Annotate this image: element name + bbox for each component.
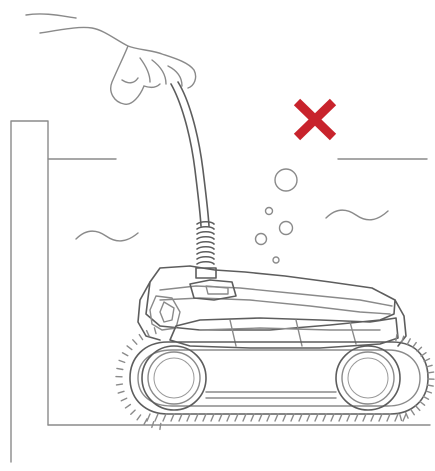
tread-cleat bbox=[402, 336, 404, 342]
power-cable bbox=[171, 82, 209, 226]
tread-cleat bbox=[355, 414, 358, 421]
tread-cleat bbox=[144, 419, 147, 424]
tread-cleat bbox=[331, 414, 334, 421]
tread-cleat bbox=[163, 414, 166, 421]
tread-cleat bbox=[147, 331, 150, 337]
tread-cleat bbox=[421, 353, 426, 356]
tread-cleat bbox=[307, 414, 310, 421]
tread-cleat bbox=[152, 422, 154, 428]
tread-cleat bbox=[395, 414, 398, 421]
tread-cleat bbox=[123, 353, 128, 356]
tread-cleat bbox=[371, 414, 374, 421]
tread-cleat bbox=[119, 360, 125, 362]
tread-cleat bbox=[347, 414, 350, 421]
tread-cleat bbox=[137, 415, 141, 420]
wave-right bbox=[326, 210, 388, 220]
tread-cleat bbox=[147, 414, 150, 421]
tread-cleat bbox=[426, 365, 432, 367]
tread-cleat bbox=[219, 414, 222, 421]
tread-cleat bbox=[323, 414, 326, 421]
spring-coil bbox=[197, 262, 214, 264]
tread-cleat bbox=[283, 414, 286, 421]
robot-wheel-left bbox=[142, 346, 206, 410]
tread-cleat bbox=[413, 343, 417, 348]
tread-cleat bbox=[423, 396, 428, 399]
tread-cleat bbox=[195, 414, 198, 421]
tread-cleat bbox=[118, 391, 124, 393]
tread-cleat bbox=[428, 372, 434, 373]
tread-cleat bbox=[387, 414, 390, 421]
tread-cleat bbox=[160, 423, 161, 429]
tread-cleat bbox=[155, 414, 158, 421]
tread-cleat bbox=[275, 414, 278, 421]
spring-coil bbox=[197, 222, 214, 224]
hand-illustration bbox=[26, 14, 196, 104]
tread-cleat bbox=[154, 328, 156, 334]
tread-cleat bbox=[416, 406, 420, 411]
wave-left bbox=[76, 231, 138, 241]
tread-cleat bbox=[127, 346, 132, 350]
tread-cleat bbox=[407, 339, 410, 344]
prohibition-x-icon bbox=[297, 102, 333, 137]
spring-coil bbox=[197, 237, 214, 239]
robot-cleaner-body bbox=[138, 266, 406, 348]
spring-coil bbox=[197, 257, 214, 259]
tread-cleat bbox=[426, 391, 432, 393]
tread-cleat bbox=[396, 335, 397, 341]
tread-cleat bbox=[299, 414, 302, 421]
air-bubbles bbox=[256, 169, 298, 263]
tread-cleat bbox=[259, 414, 262, 421]
tread-cleat bbox=[117, 384, 123, 385]
tread-cleat bbox=[315, 414, 318, 421]
tread-cleat bbox=[267, 414, 270, 421]
tread-cleat bbox=[117, 368, 123, 369]
tread-cleat bbox=[121, 398, 126, 401]
tread-cleat bbox=[363, 414, 366, 421]
tread-cleat bbox=[417, 347, 421, 351]
track-lower-rails bbox=[206, 392, 336, 398]
robot-wheel-right bbox=[336, 346, 400, 410]
tread-cleat bbox=[187, 414, 190, 421]
tread-cleat bbox=[171, 414, 174, 421]
robot-tracks bbox=[116, 328, 434, 430]
tread-cleat bbox=[411, 410, 414, 415]
tread-cleat bbox=[420, 402, 425, 406]
tread-cleat bbox=[427, 385, 433, 386]
tread-cleat bbox=[131, 410, 135, 414]
tread-cleat bbox=[133, 340, 137, 344]
tread-cleat bbox=[339, 414, 342, 421]
tread-cleat bbox=[243, 414, 246, 421]
spring-coil bbox=[197, 232, 214, 234]
spring-coil bbox=[197, 242, 214, 244]
spring-coil bbox=[197, 227, 214, 229]
tread-cleat bbox=[227, 414, 230, 421]
tread-cleat bbox=[203, 414, 206, 421]
tread-cleat bbox=[235, 414, 238, 421]
spring-coil bbox=[197, 252, 214, 254]
tread-cleat bbox=[379, 414, 382, 421]
tread-cleat bbox=[403, 414, 406, 421]
tread-cleat bbox=[211, 414, 214, 421]
tread-cleat bbox=[179, 414, 182, 421]
tread-cleat bbox=[400, 415, 402, 421]
tread-cleat bbox=[139, 335, 142, 340]
tread-cleat bbox=[126, 405, 131, 408]
tread-cleat bbox=[251, 414, 254, 421]
pool-wall bbox=[11, 121, 430, 462]
tread-cleat bbox=[291, 414, 294, 421]
spring-coil bbox=[197, 247, 214, 249]
